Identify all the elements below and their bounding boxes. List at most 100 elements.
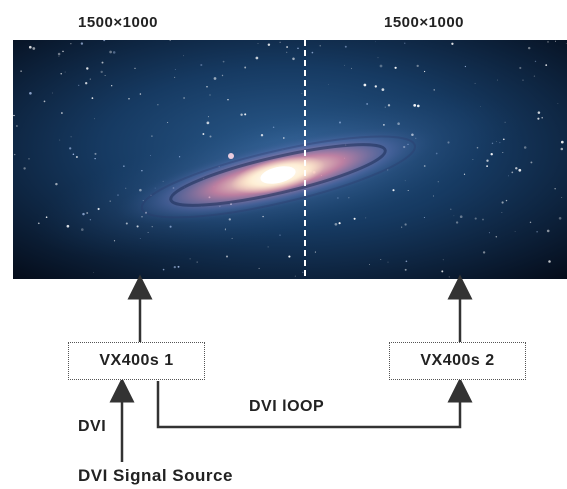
star bbox=[554, 188, 556, 190]
star bbox=[486, 165, 488, 167]
star bbox=[94, 118, 95, 120]
star bbox=[70, 136, 72, 138]
star bbox=[32, 47, 36, 50]
star bbox=[70, 43, 72, 45]
star bbox=[209, 94, 211, 96]
star bbox=[450, 208, 452, 210]
star bbox=[511, 171, 514, 174]
star bbox=[85, 82, 88, 85]
star bbox=[174, 76, 176, 78]
star bbox=[183, 97, 185, 99]
star bbox=[200, 63, 203, 67]
star bbox=[459, 215, 463, 219]
star bbox=[401, 226, 403, 228]
star bbox=[288, 255, 291, 258]
right-resolution-label: 1500×1000 bbox=[384, 14, 464, 31]
star bbox=[474, 217, 477, 220]
star bbox=[157, 104, 159, 106]
star bbox=[557, 102, 559, 104]
star bbox=[319, 45, 321, 47]
star bbox=[267, 246, 269, 248]
star bbox=[423, 216, 425, 219]
star bbox=[292, 57, 295, 61]
star bbox=[134, 67, 136, 69]
star bbox=[183, 55, 185, 57]
star bbox=[482, 251, 486, 254]
star bbox=[474, 82, 476, 84]
star bbox=[177, 265, 180, 268]
star bbox=[514, 231, 516, 232]
star bbox=[311, 51, 314, 54]
star bbox=[561, 197, 563, 198]
star bbox=[363, 83, 367, 87]
star bbox=[244, 113, 247, 116]
star bbox=[424, 70, 426, 73]
star bbox=[394, 66, 397, 69]
star bbox=[404, 268, 407, 271]
star bbox=[94, 152, 97, 155]
star bbox=[139, 93, 142, 95]
star bbox=[301, 92, 303, 94]
star bbox=[213, 77, 217, 80]
star bbox=[404, 223, 407, 226]
star bbox=[441, 270, 444, 273]
star bbox=[94, 158, 96, 160]
star bbox=[497, 79, 498, 81]
star bbox=[302, 271, 304, 274]
star bbox=[244, 66, 247, 69]
star bbox=[541, 116, 543, 119]
star bbox=[69, 147, 72, 150]
star bbox=[508, 175, 509, 177]
star bbox=[286, 46, 289, 48]
star bbox=[206, 121, 210, 125]
star bbox=[174, 69, 176, 70]
star bbox=[533, 75, 536, 77]
star bbox=[60, 73, 62, 75]
star bbox=[57, 52, 61, 56]
star bbox=[377, 57, 379, 59]
star bbox=[482, 218, 484, 221]
star bbox=[314, 251, 316, 253]
left-resolution-label: 1500×1000 bbox=[78, 14, 158, 31]
star bbox=[433, 89, 435, 91]
star bbox=[537, 117, 540, 120]
star bbox=[379, 64, 383, 68]
star bbox=[151, 135, 153, 137]
star bbox=[255, 56, 259, 60]
star bbox=[100, 70, 103, 74]
star bbox=[350, 67, 353, 70]
star bbox=[206, 86, 208, 88]
star bbox=[442, 259, 444, 261]
star bbox=[207, 116, 209, 118]
star bbox=[173, 265, 176, 269]
star bbox=[28, 45, 32, 49]
star bbox=[89, 78, 91, 80]
star bbox=[344, 45, 347, 48]
star bbox=[522, 79, 524, 81]
star bbox=[451, 42, 454, 45]
star bbox=[453, 215, 455, 217]
star bbox=[502, 151, 504, 154]
star bbox=[488, 232, 490, 234]
star bbox=[225, 255, 229, 258]
star bbox=[258, 267, 260, 269]
controller-box-vx400s-2: VX400s 2 bbox=[389, 342, 526, 380]
star bbox=[80, 42, 84, 45]
star bbox=[297, 47, 299, 50]
star bbox=[43, 100, 46, 103]
star bbox=[515, 167, 518, 170]
star bbox=[405, 260, 408, 263]
galaxy bbox=[34, 92, 522, 258]
star bbox=[15, 125, 18, 127]
star bbox=[62, 50, 64, 53]
star bbox=[279, 41, 281, 43]
star bbox=[369, 264, 370, 265]
star bbox=[109, 50, 112, 54]
star bbox=[221, 74, 224, 77]
star bbox=[548, 260, 551, 263]
star bbox=[505, 199, 508, 202]
star bbox=[23, 167, 26, 170]
star bbox=[365, 217, 367, 219]
star bbox=[536, 231, 538, 233]
